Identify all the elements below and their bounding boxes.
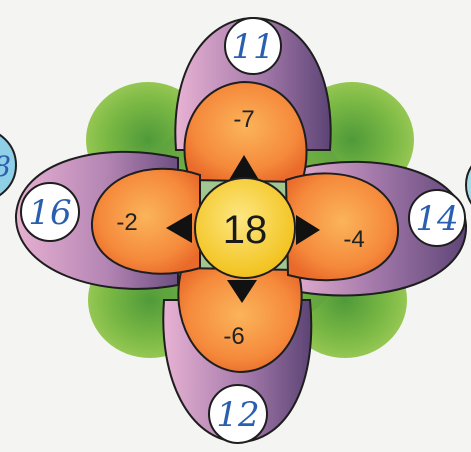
answer-top: 11	[231, 27, 274, 67]
subtract-right: -4	[343, 226, 364, 253]
subtract-top: -7	[233, 106, 254, 133]
subtract-left: -2	[116, 209, 137, 236]
answer-bottom: 12	[216, 395, 259, 435]
answer-right: 14	[415, 199, 458, 239]
center-circle: 18	[195, 178, 295, 278]
answer-circle-right: 14	[409, 190, 465, 246]
left-edge-circle: 8	[0, 129, 16, 201]
answer-circle-top: 11	[225, 18, 281, 74]
right-edge-circle	[466, 151, 471, 219]
answer-circle-left: 16	[21, 183, 79, 241]
answer-circle-bottom: 12	[209, 385, 267, 443]
center-number: 18	[223, 208, 268, 252]
answer-left: 16	[28, 193, 71, 233]
subtract-bottom: -6	[223, 323, 244, 350]
left-edge-number: 8	[0, 150, 11, 183]
